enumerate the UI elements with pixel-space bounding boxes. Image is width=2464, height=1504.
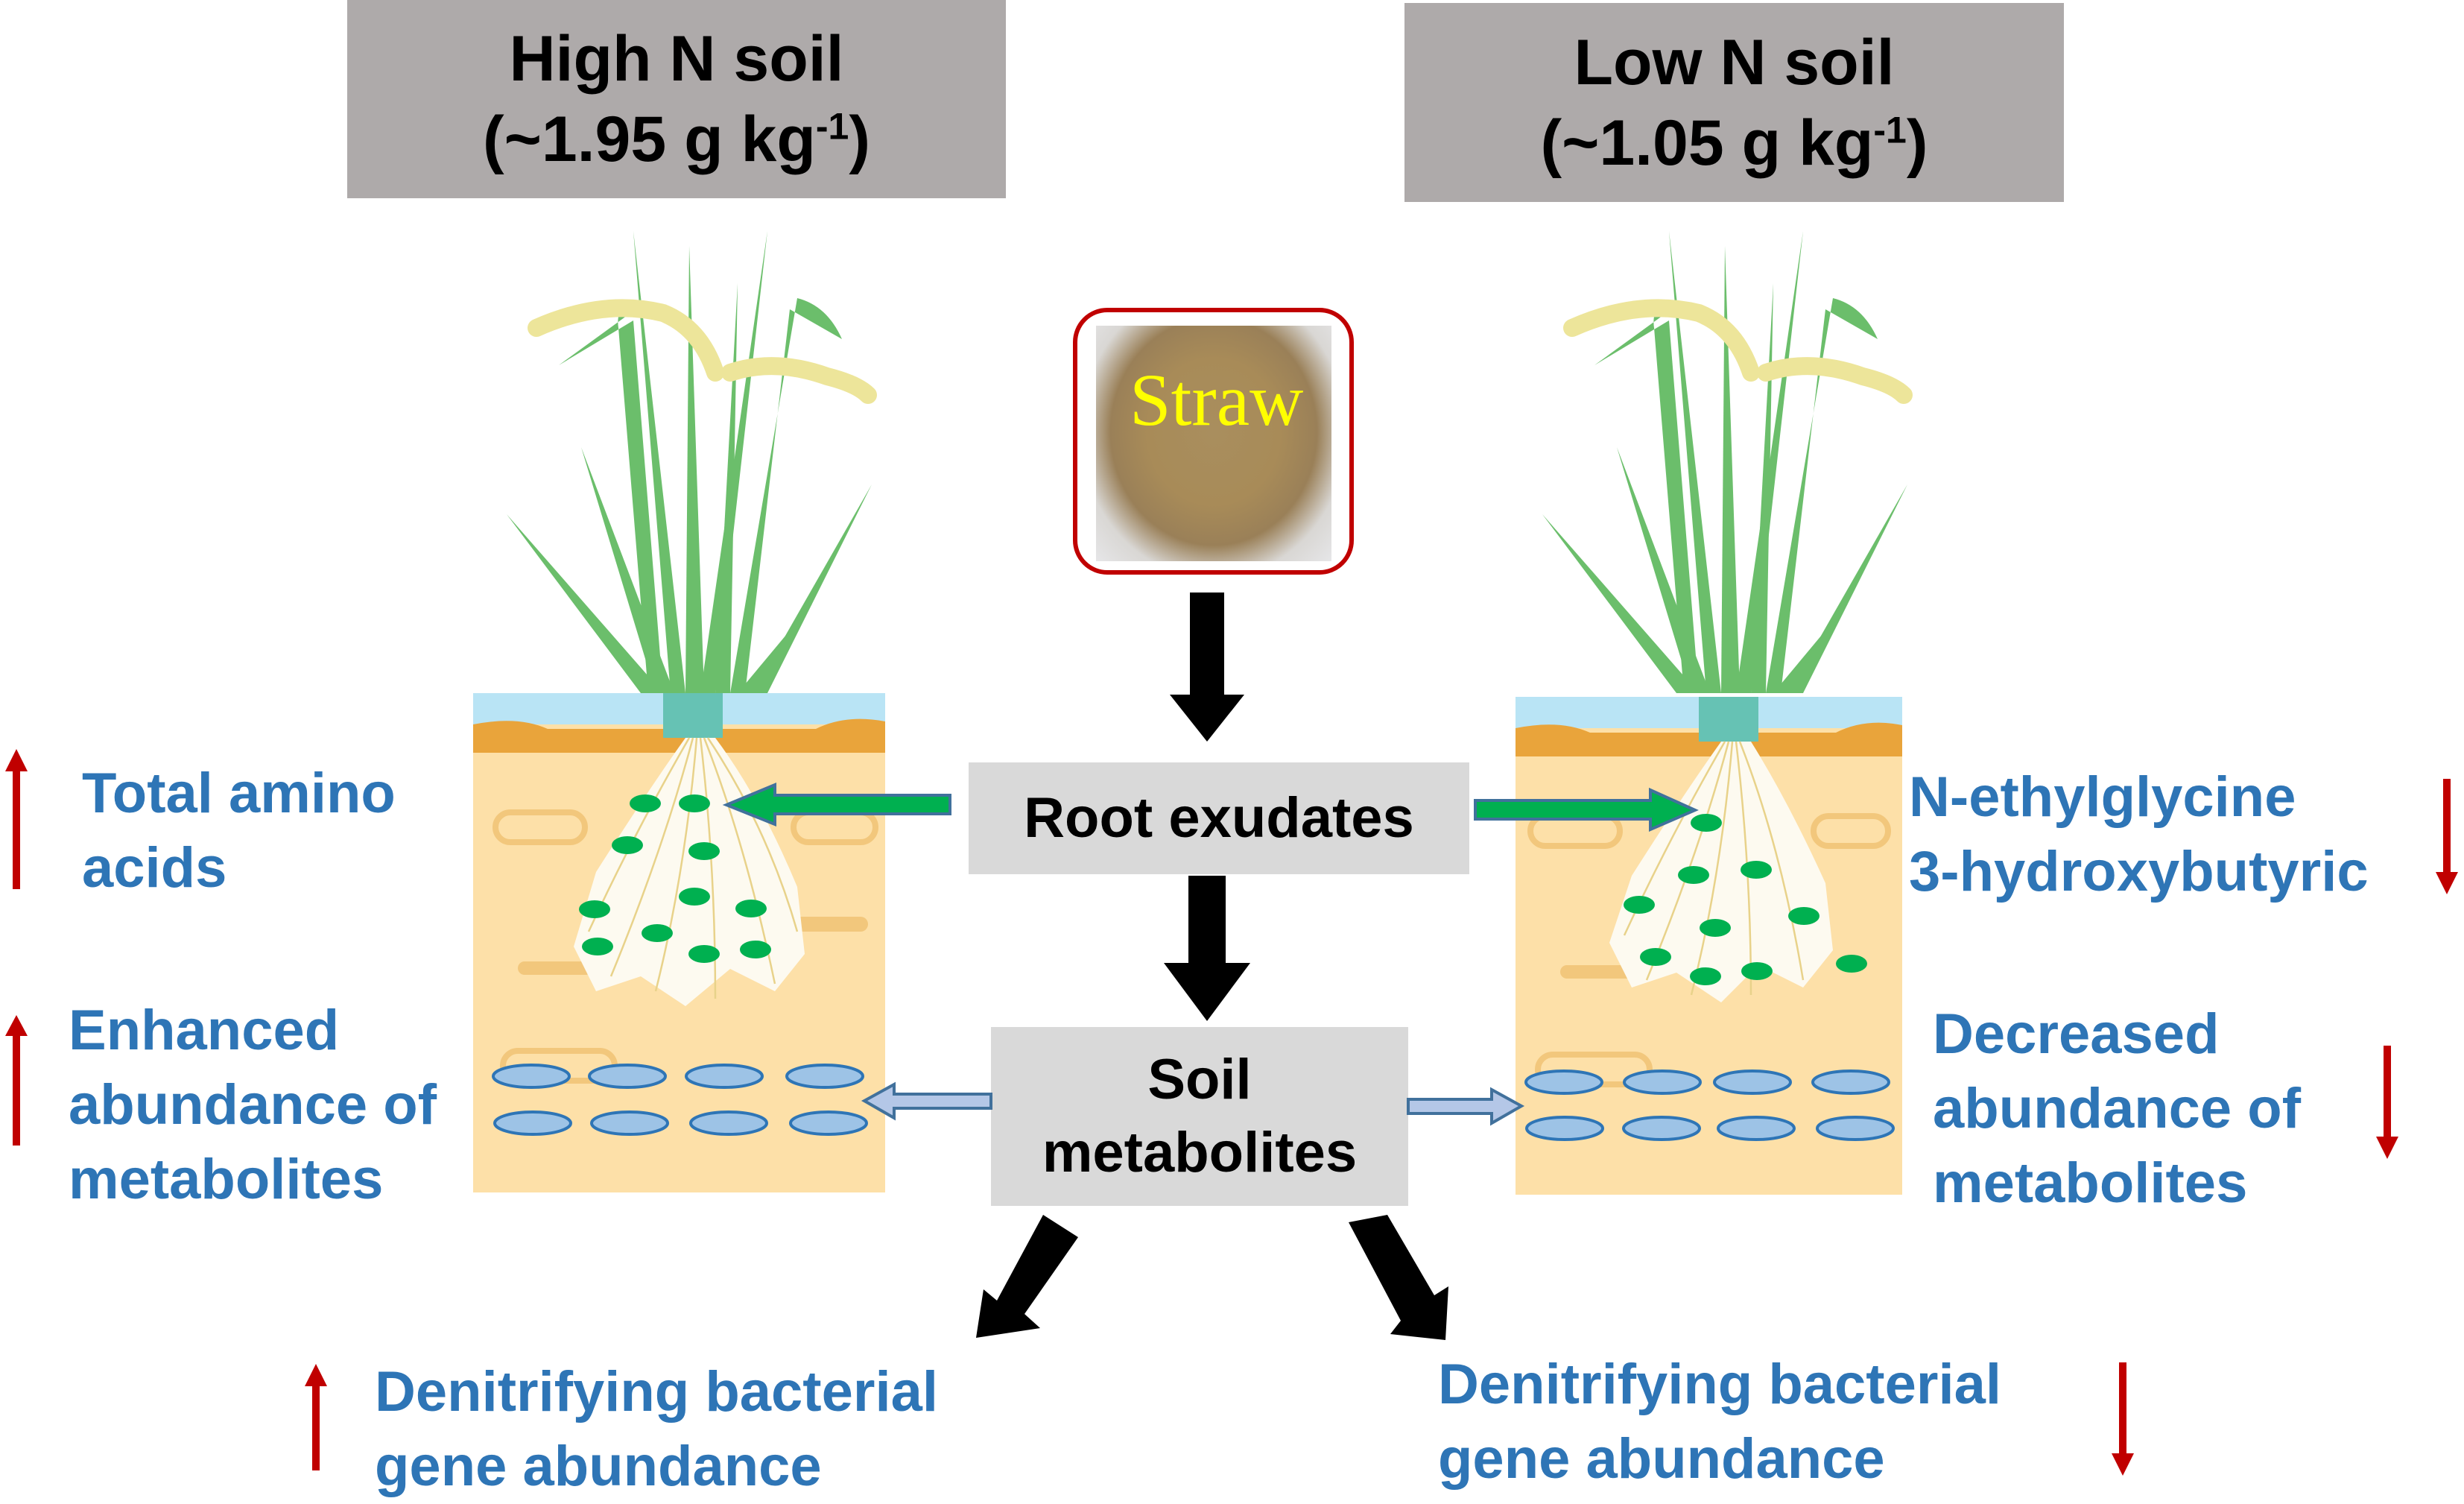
exudate-dot-icon bbox=[1690, 967, 1721, 985]
root-exudates-box: Root exudates bbox=[969, 762, 1469, 874]
high-n-soil-title: High N soil bbox=[509, 23, 844, 95]
exudate-dot-icon bbox=[1691, 814, 1722, 832]
metabolite-ellipse-icon bbox=[1623, 1069, 1702, 1095]
exudate-dot-icon bbox=[1836, 955, 1867, 973]
straw-photo bbox=[1096, 326, 1331, 561]
metabolites-to-low-n-soil-arrow bbox=[1407, 1087, 1525, 1126]
exudate-dot-icon bbox=[688, 945, 720, 963]
low-n-metabolites-down-arrow-icon bbox=[2376, 1046, 2398, 1159]
exudate-dot-icon bbox=[630, 794, 661, 812]
low-n-exudates-down-arrow-icon bbox=[2436, 779, 2458, 894]
exudate-dot-icon bbox=[1700, 919, 1731, 937]
exudates-to-high-n-roots-arrow bbox=[722, 783, 951, 827]
exudate-dot-icon bbox=[582, 938, 613, 955]
exudate-dot-icon bbox=[612, 836, 643, 854]
straw-to-exudates-arrow bbox=[1170, 593, 1244, 742]
metabolite-ellipse-icon bbox=[1525, 1116, 1604, 1141]
high-n-soil-header: High N soil (~1.95 g kg-1) bbox=[347, 0, 1006, 198]
low-n-rice-plant-icon bbox=[1542, 231, 1913, 742]
metabolite-ellipse-icon bbox=[1717, 1116, 1796, 1141]
root-exudates-label: Root exudates bbox=[1024, 786, 1414, 850]
exudate-dot-icon bbox=[1678, 866, 1709, 884]
high-n-genes-up-arrow-icon bbox=[305, 1364, 327, 1470]
high-n-gene-effect: Denitrifying bacterial gene abundance bbox=[375, 1360, 938, 1498]
exudate-dot-icon bbox=[679, 888, 710, 906]
metabolite-ellipse-icon bbox=[685, 1064, 764, 1089]
soil-metabolites-label-line2: metabolites bbox=[1042, 1121, 1358, 1184]
low-n-soil-title: Low N soil bbox=[1574, 26, 1895, 98]
exudate-dot-icon bbox=[740, 941, 771, 958]
exudate-dot-icon bbox=[1624, 896, 1655, 914]
straw-input-frame: Straw bbox=[1073, 308, 1354, 575]
high-n-exudates-up-arrow-icon bbox=[5, 749, 28, 889]
exudate-dot-icon bbox=[1741, 861, 1772, 879]
high-n-soil-value: (~1.95 g kg-1) bbox=[482, 104, 871, 175]
exudate-dot-icon bbox=[642, 924, 673, 942]
exudates-to-low-n-roots-arrow bbox=[1474, 787, 1699, 832]
low-n-metabolite-effect: Decreased abundance of metabolites bbox=[1933, 1002, 2302, 1215]
exudates-to-metabolites-arrow bbox=[1164, 876, 1250, 1021]
metabolite-ellipse-icon bbox=[590, 1110, 669, 1136]
metabolites-to-high-n-soil-arrow bbox=[861, 1081, 992, 1121]
low-n-exudate-effect: N-ethylglycine 3-hydroxybutyric bbox=[1909, 765, 2369, 903]
low-n-soil-header: Low N soil (~1.05 g kg-1) bbox=[1404, 3, 2064, 202]
metabolite-ellipse-icon bbox=[1713, 1069, 1792, 1095]
high-n-metabolites-up-arrow-icon bbox=[5, 1015, 28, 1146]
exudate-dot-icon bbox=[688, 842, 720, 860]
metabolites-to-low-n-genes-arrow bbox=[1349, 1215, 1448, 1340]
metabolite-ellipse-icon bbox=[493, 1110, 572, 1136]
exudate-dot-icon bbox=[1788, 907, 1820, 925]
exudate-dot-icon bbox=[679, 794, 710, 812]
metabolite-ellipse-icon bbox=[1524, 1069, 1603, 1095]
metabolite-ellipse-icon bbox=[1622, 1116, 1701, 1141]
exudate-dot-icon bbox=[735, 900, 767, 917]
low-n-soil-value: (~1.05 g kg-1) bbox=[1540, 107, 1928, 179]
high-n-rice-plant-icon bbox=[507, 231, 877, 738]
low-n-genes-down-arrow-icon bbox=[2112, 1362, 2134, 1476]
metabolite-ellipse-icon bbox=[1816, 1116, 1895, 1141]
soil-metabolites-label-line1: Soil bbox=[1147, 1048, 1252, 1111]
soil-metabolites-box: Soil metabolites bbox=[991, 1027, 1408, 1206]
metabolite-ellipse-icon bbox=[785, 1064, 864, 1089]
metabolites-to-high-n-genes-arrow bbox=[976, 1215, 1078, 1338]
low-n-gene-effect: Denitrifying bacterial gene abundance bbox=[1438, 1353, 2001, 1491]
high-n-metabolite-effect: Enhanced abundance of metabolites bbox=[69, 999, 437, 1211]
metabolite-ellipse-icon bbox=[689, 1110, 768, 1136]
exudate-dot-icon bbox=[1741, 962, 1773, 980]
metabolite-ellipse-icon bbox=[1811, 1069, 1890, 1095]
exudate-dot-icon bbox=[579, 900, 610, 918]
metabolite-ellipse-icon bbox=[789, 1110, 868, 1136]
metabolite-ellipse-icon bbox=[492, 1064, 571, 1089]
metabolite-ellipse-icon bbox=[588, 1064, 667, 1089]
exudate-dot-icon bbox=[1640, 948, 1671, 966]
straw-label: Straw bbox=[1130, 358, 1304, 441]
high-n-exudate-effect: Total amino acids bbox=[82, 762, 396, 900]
